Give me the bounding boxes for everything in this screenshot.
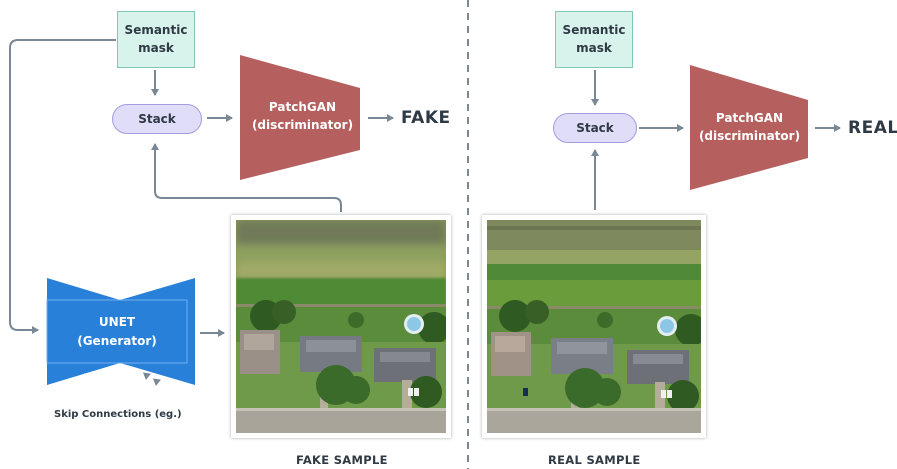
real-sample-image-frame (482, 215, 706, 438)
right-stack-pill: Stack (553, 113, 637, 143)
right-semantic-mask-label: Semantic mask (562, 23, 626, 55)
left-discriminator-shape (240, 55, 360, 180)
right-stack-label: Stack (576, 121, 614, 135)
right-discriminator-shape (690, 65, 808, 190)
right-discriminator-label: PatchGAN (discriminator) (698, 111, 801, 143)
fake-sample-to-stack-arrow (151, 143, 342, 212)
fake-output-label: FAKE (401, 108, 451, 128)
fake-sample-image (236, 220, 446, 433)
skip-connection-arrow-2 (74, 378, 161, 389)
unet-label: UNET (Generator) (77, 315, 157, 348)
fake-sample-image-frame (231, 215, 451, 438)
real-sample-image (487, 220, 701, 433)
left-semantic-mask-label: Semantic mask (124, 23, 188, 55)
mask-to-unet-arrow (9, 39, 116, 334)
left-discriminator-label: PatchGAN (discriminator) (251, 100, 354, 132)
real-output-label: REAL (848, 118, 897, 138)
left-stack-pill: Stack (112, 104, 202, 134)
left-semantic-mask-box: Semantic mask (117, 11, 195, 68)
real-sample-caption: REAL SAMPLE (548, 453, 641, 467)
right-semantic-mask-box: Semantic mask (555, 11, 633, 68)
skip-connections-label: Skip Connections (eg.) (54, 409, 182, 420)
skip-connection-arrow-1 (83, 372, 151, 381)
unet-inner-box (46, 299, 188, 364)
left-stack-label: Stack (138, 112, 176, 126)
fake-sample-caption: FAKE SAMPLE (296, 453, 388, 467)
